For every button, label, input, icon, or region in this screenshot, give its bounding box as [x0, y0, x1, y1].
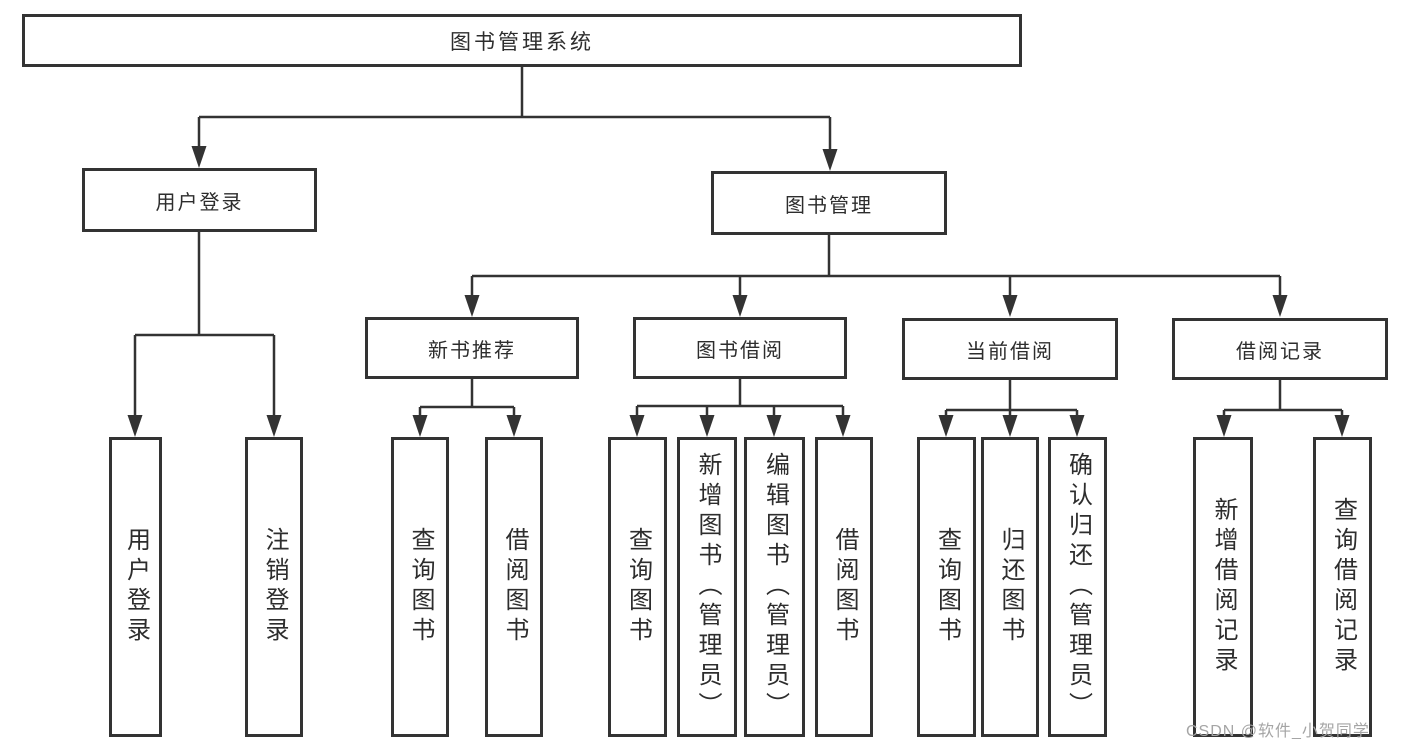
leaf-borrow-books: 借阅图书 [485, 437, 543, 737]
node-label: 编辑图书（管理员） [761, 452, 789, 722]
leaf-confirm-return-admin: 确认归还（管理员） [1048, 437, 1107, 737]
node-label: 查询图书 [407, 527, 434, 647]
node-label: 图书管理系统 [450, 30, 594, 54]
arrowhead [732, 295, 748, 317]
arrowhead [822, 149, 838, 171]
node-label: 新书推荐 [428, 339, 516, 362]
arrowhead [835, 415, 851, 437]
arrowhead [1272, 295, 1288, 317]
leaf-query-borrow-record: 查询借阅记录 [1313, 437, 1372, 737]
csdn-watermark: CSDN @软件_小贺同学 [1186, 723, 1370, 740]
node-label: 借阅图书 [831, 527, 858, 647]
node-new-book-recommend: 新书推荐 [365, 317, 579, 379]
connector-book-management-children [470, 235, 1282, 299]
arrowhead [1002, 415, 1018, 437]
arrowhead [266, 415, 282, 437]
arrowhead [766, 415, 782, 437]
arrowhead [1002, 295, 1018, 317]
leaf-borrow-books: 借阅图书 [815, 437, 873, 737]
leaf-add-borrow-record: 新增借阅记录 [1193, 437, 1253, 737]
leaf-query-books: 查询图书 [391, 437, 449, 737]
leaf-user-login: 用户登录 [109, 437, 162, 737]
leaf-query-books: 查询图书 [917, 437, 976, 737]
arrowhead [629, 415, 645, 437]
leaf-return-books: 归还图书 [981, 437, 1039, 737]
connector-current-borrow-children [944, 380, 1079, 419]
node-label: 图书借阅 [696, 339, 784, 362]
arrowhead [464, 295, 480, 317]
node-label: 借阅记录 [1236, 340, 1324, 363]
arrowhead [127, 415, 143, 437]
node-current-borrow: 当前借阅 [902, 318, 1118, 380]
node-label: 确认归还（管理员） [1064, 452, 1092, 722]
connector-new-book-recommend-children [418, 379, 516, 419]
node-label: 新增借阅记录 [1210, 497, 1237, 677]
node-label: 用户登录 [122, 527, 150, 647]
arrowhead [1069, 415, 1085, 437]
node-library-management-system: 图书管理系统 [22, 14, 1022, 67]
node-label: 新增图书（管理员） [694, 452, 721, 722]
leaf-edit-books-admin: 编辑图书（管理员） [744, 437, 805, 737]
node-label: 用户登录 [155, 191, 244, 214]
arrowhead [191, 146, 207, 168]
arrowhead [412, 415, 428, 437]
arrowhead [506, 415, 522, 437]
connector-borrow-records-children [1222, 380, 1344, 419]
leaf-add-books-admin: 新增图书（管理员） [677, 437, 737, 737]
node-label: 图书管理 [785, 194, 873, 217]
node-book-management: 图书管理 [711, 171, 947, 235]
node-label: 查询图书 [624, 527, 652, 647]
arrowhead [1334, 415, 1350, 437]
node-user-login: 用户登录 [82, 168, 317, 232]
node-label: 注销登录 [261, 527, 288, 647]
arrowhead [699, 415, 715, 437]
arrowhead [938, 415, 954, 437]
node-label: 归还图书 [997, 527, 1024, 647]
leaf-logout: 注销登录 [245, 437, 303, 737]
node-book-borrow: 图书借阅 [633, 317, 847, 379]
leaf-query-books: 查询图书 [608, 437, 667, 737]
node-label: 查询借阅记录 [1329, 497, 1357, 677]
node-label: 借阅图书 [501, 527, 528, 647]
arrowhead [1216, 415, 1232, 437]
node-label: 查询图书 [933, 527, 961, 647]
connector-user-login-children [133, 232, 276, 419]
connector-root-to-level2 [197, 67, 832, 153]
connector-book-borrow-children [635, 379, 845, 419]
node-borrow-records: 借阅记录 [1172, 318, 1388, 380]
node-label: 当前借阅 [966, 340, 1054, 363]
